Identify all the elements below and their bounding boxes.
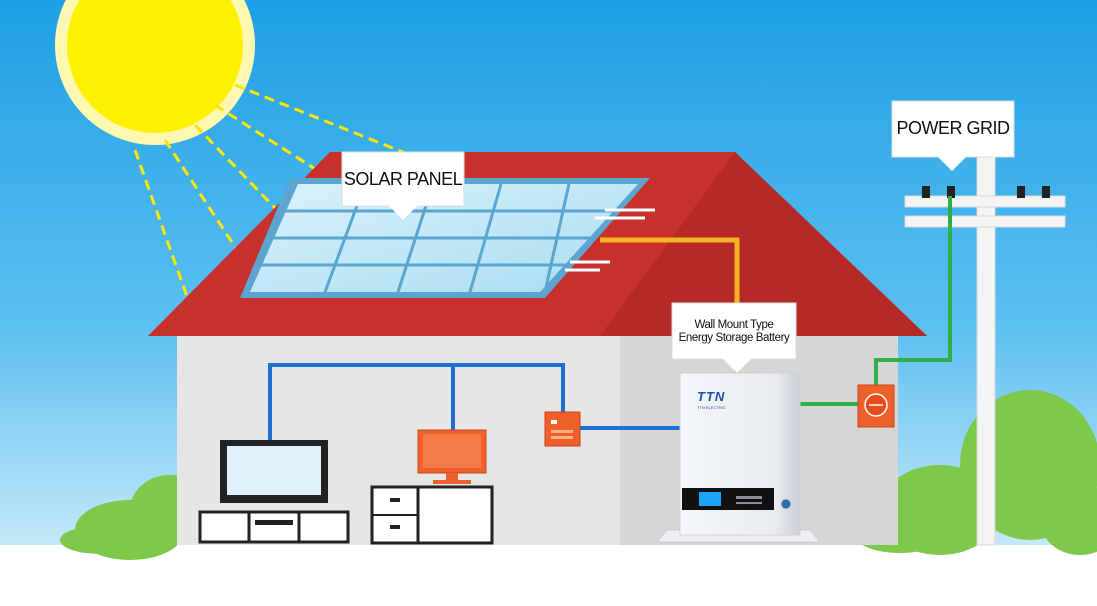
solar-panel-callout: SOLAR PANEL [341, 151, 465, 220]
tv-set [198, 440, 350, 544]
battery-logo: TTN [697, 389, 725, 404]
computer-desk [370, 429, 494, 545]
power-grid-label: POWER GRID [896, 118, 1010, 138]
battery-tagline: TTN ELECTRIC [697, 405, 726, 410]
wall-mount-battery: TTN TTN ELECTRIC [655, 372, 822, 543]
battery-label-line1: Wall Mount Type [694, 319, 773, 331]
solar-panel-label: SOLAR PANEL [344, 169, 463, 189]
electric-meter [857, 384, 895, 428]
indoor-switch-box [544, 411, 581, 447]
battery-callout: Wall Mount Type Energy Storage Battery [671, 302, 797, 373]
solar-panel [240, 178, 655, 298]
sun [55, 0, 255, 145]
battery-label-line2: Energy Storage Battery [679, 332, 790, 344]
ground-strip [0, 545, 1097, 606]
power-pole [904, 154, 1066, 546]
power-grid-callout: POWER GRID [891, 100, 1015, 171]
roof-right-shade [600, 152, 927, 336]
grid-to-meter-wire [874, 196, 952, 385]
house-wiring [268, 363, 685, 440]
